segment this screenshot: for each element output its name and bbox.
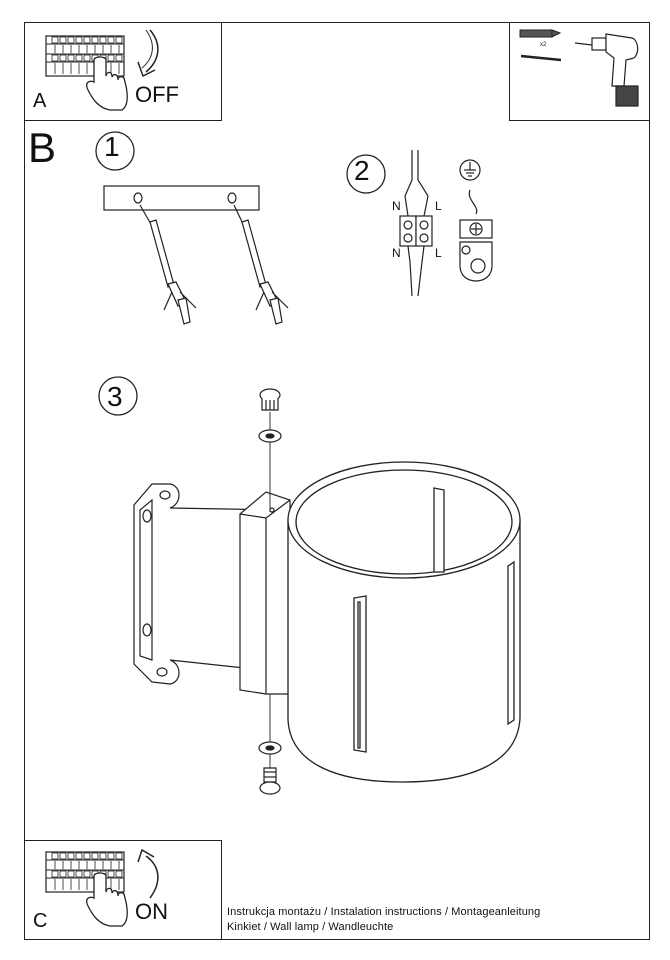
- panel-a-action-label: OFF: [135, 82, 179, 107]
- top-screw-icon: [259, 388, 281, 411]
- wire-label-n-bottom: N: [392, 246, 401, 260]
- step-1-circle: [95, 131, 135, 171]
- terminal-block: [399, 150, 433, 297]
- step-2-number: 2: [354, 155, 370, 186]
- page-frame: [24, 22, 650, 940]
- wire-label-n-top: N: [392, 199, 401, 213]
- step-3-circle: [98, 376, 138, 416]
- wire-label-l-bottom: L: [435, 246, 442, 260]
- step-2-circle: [346, 154, 386, 194]
- arrow-up-icon: [145, 855, 159, 899]
- breaker-panel-off-icon: [45, 35, 125, 77]
- step-3-number: 3: [107, 381, 123, 412]
- footer-instructions-title: Instrukcja montażu / Instalation instruc…: [227, 906, 541, 918]
- arrow-down-icon: [145, 29, 159, 73]
- drill-icon: [574, 33, 639, 107]
- footer-product-type: Kinkiet / Wall lamp / Wandleuchte: [227, 921, 394, 933]
- panel-c-letter: C: [33, 910, 48, 932]
- mounting-plate: [103, 185, 260, 211]
- wall-screw-left: [139, 204, 197, 325]
- bottom-screw-icon: [259, 767, 281, 795]
- breaker-panel-on-icon: [45, 851, 125, 893]
- wall-screw-right: [233, 204, 289, 325]
- panel-a-letter: A: [33, 90, 47, 112]
- step-1-number: 1: [104, 131, 120, 162]
- panel-c-action-label: ON: [135, 899, 168, 924]
- wire-label-l-top: L: [435, 199, 442, 213]
- ground-icon: [459, 159, 481, 215]
- anchor-screw-icon: [519, 29, 562, 62]
- top-washer-icon: [258, 429, 282, 443]
- panel-b-letter: B: [28, 124, 57, 171]
- bottom-washer-icon: [258, 741, 282, 755]
- anchor-quantity-label: x2: [540, 42, 547, 48]
- lamp-cylinder-shade: [287, 461, 521, 783]
- ground-terminal: [459, 219, 493, 282]
- lamp-connector-block: [239, 491, 291, 695]
